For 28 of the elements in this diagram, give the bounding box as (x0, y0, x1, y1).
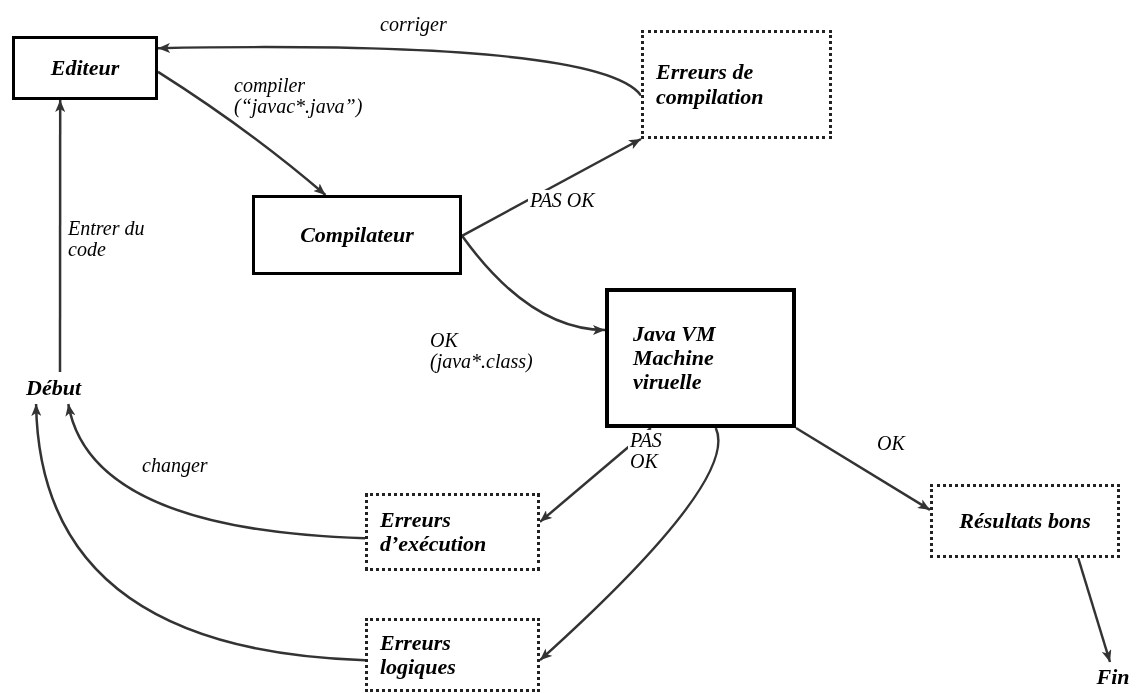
box-label: Editeur (50, 55, 120, 81)
box-label: Erreurs de compilation (656, 60, 765, 109)
arrow (461, 235, 606, 335)
arrow (55, 100, 66, 372)
arrow (795, 426, 931, 511)
box-label: Erreurs logiques (380, 630, 457, 680)
process-box (930, 484, 1120, 558)
process-box (252, 195, 462, 275)
arrow (461, 137, 642, 237)
edge-label: corriger (378, 14, 449, 35)
arrow (158, 43, 642, 97)
box-label: Compilateur (300, 222, 414, 248)
arrow (157, 70, 327, 196)
process-box (365, 618, 540, 692)
arrow (31, 403, 366, 662)
process-box (641, 30, 832, 139)
box-label: Java VM Machine viruelle (633, 321, 717, 395)
process-box (605, 288, 796, 428)
box-label: Erreurs d’exécution (380, 507, 488, 557)
box-label: Résultats bons (959, 508, 1091, 534)
arrow (1077, 557, 1112, 663)
edge-label: changer (140, 455, 210, 476)
arrow (66, 403, 366, 540)
terminal-label: Début (26, 375, 81, 401)
process-box (12, 36, 158, 100)
process-box (365, 493, 540, 571)
arrow (539, 427, 720, 662)
terminal-label: Fin (1096, 664, 1130, 690)
